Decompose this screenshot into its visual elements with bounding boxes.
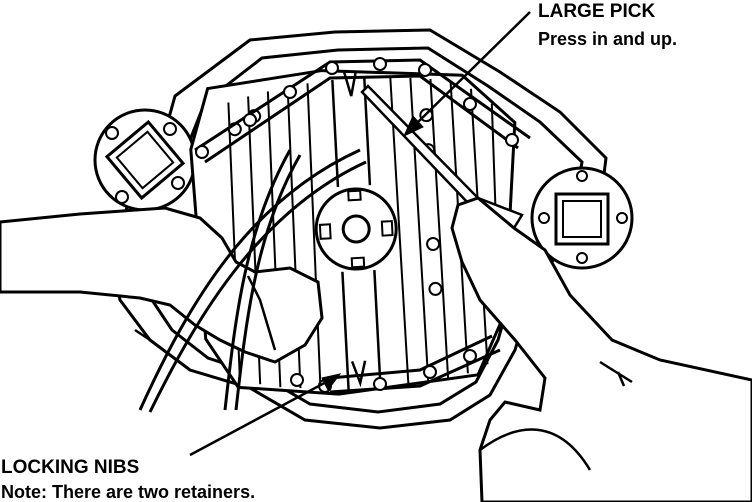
large-pick-leader xyxy=(414,11,531,126)
right-mounting-ear xyxy=(530,166,634,270)
left-mounting-ear xyxy=(93,108,197,212)
locking-nibs-title: LOCKING NIBS xyxy=(1,457,139,478)
large-pick-title: LARGE PICK xyxy=(538,1,655,22)
hand-right-icon xyxy=(450,196,752,502)
locking-nibs-arrowhead xyxy=(321,373,342,391)
locking-nibs-note: Note: There are two retainers. xyxy=(1,482,255,502)
chain-rivets xyxy=(195,57,519,393)
large-pick-callout: LARGE PICK Press in and up. xyxy=(538,1,677,49)
large-pick-arrowhead xyxy=(402,115,424,138)
locking-nibs-leader xyxy=(189,378,331,457)
large-pick-note: Press in and up. xyxy=(538,29,677,49)
hand-left-icon xyxy=(0,148,367,413)
locking-nibs-callout: LOCKING NIBS Note: There are two retaine… xyxy=(1,457,255,502)
leader-lines xyxy=(189,11,531,457)
